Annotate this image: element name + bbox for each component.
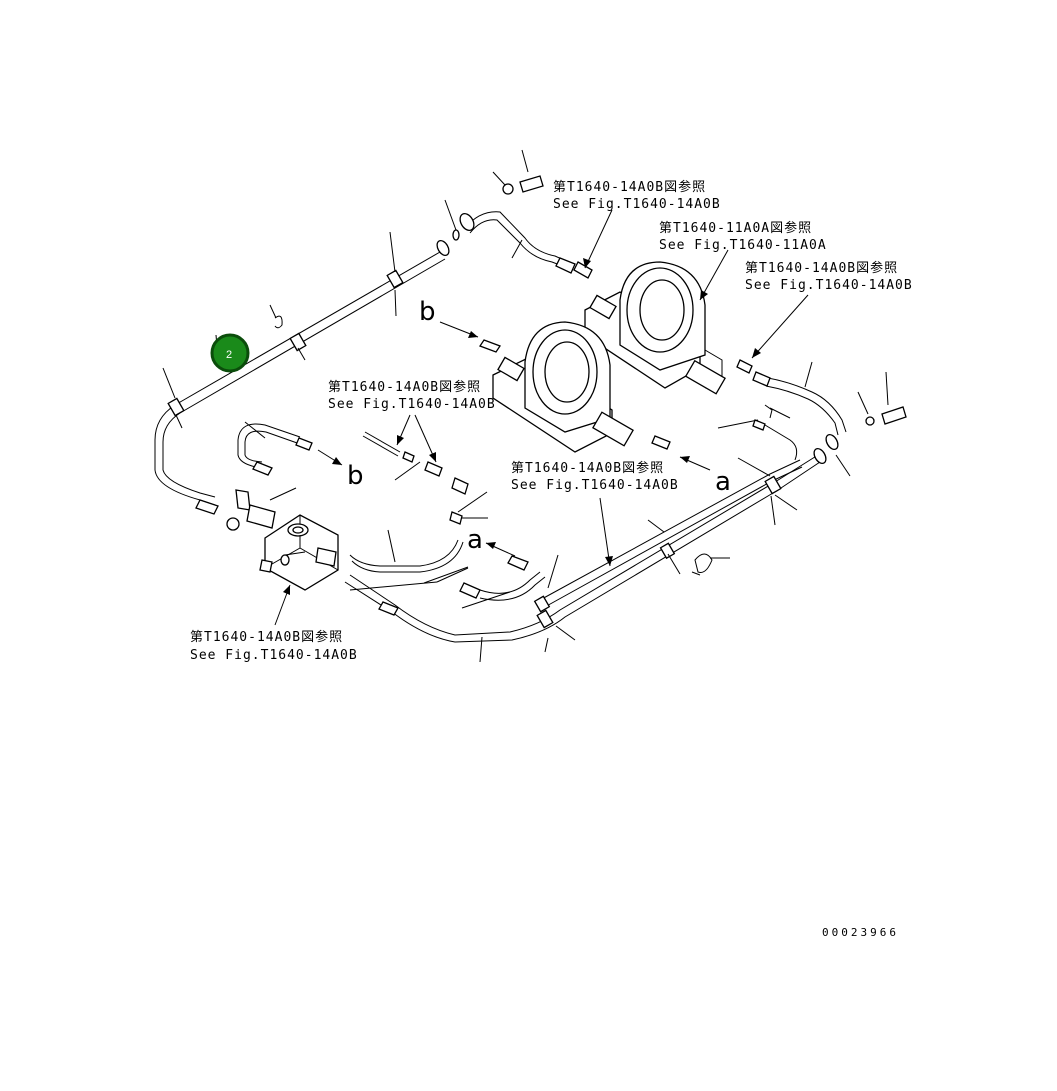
callout-number: 2 [226,349,232,361]
reference-jp: 第T1640-14A0B図参照 [190,629,343,645]
reference-jp: 第T1640-14A0B図参照 [328,379,481,395]
valve-block [226,489,339,591]
connection-letter-b: b [419,297,436,327]
reference-jp: 第T1640-14A0B図参照 [745,260,898,276]
reference-en: See Fig.T1640-14A0B [745,278,913,293]
callout-bubble[interactable]: 2 [210,333,250,373]
reference-label-support: 第T1640-11A0A図参照 See Fig.T1640-11A0A [659,220,827,253]
reference-en: See Fig.T1640-14A0B [328,397,496,412]
reference-en: See Fig.T1640-11A0A [659,238,827,253]
reference-en: See Fig.T1640-14A0B [553,197,721,212]
leader-lines [162,149,889,663]
reference-en: See Fig.T1640-14A0B [511,478,679,493]
support-block-rear [584,261,726,395]
reference-jp: 第T1640-14A0B図参照 [553,179,706,195]
connection-letter-a: a [715,467,731,497]
reference-label-right: 第T1640-14A0B図参照 See Fig.T1640-14A0B [745,260,913,293]
pipe-clamps [167,269,782,629]
reference-label-valve: 第T1640-14A0B図参照 See Fig.T1640-14A0B [190,629,358,663]
reference-en: See Fig.T1640-14A0B [190,648,358,663]
reference-jp: 第T1640-14A0B図参照 [511,460,664,476]
connection-letter-a: a [467,525,483,555]
support-block-front [492,321,634,453]
reference-label-top: 第T1640-14A0B図参照 See Fig.T1640-14A0B [553,179,721,212]
drawing-number: 00023966 [822,926,899,939]
connection-letter-b: b [347,461,364,491]
fittings [195,175,907,616]
hydraulic-pipes [154,211,847,643]
reference-label-lower: 第T1640-14A0B図参照 See Fig.T1640-14A0B [511,460,679,493]
reference-jp: 第T1640-11A0A図参照 [659,220,812,236]
reference-label-center: 第T1640-14A0B図参照 See Fig.T1640-14A0B [328,379,496,412]
